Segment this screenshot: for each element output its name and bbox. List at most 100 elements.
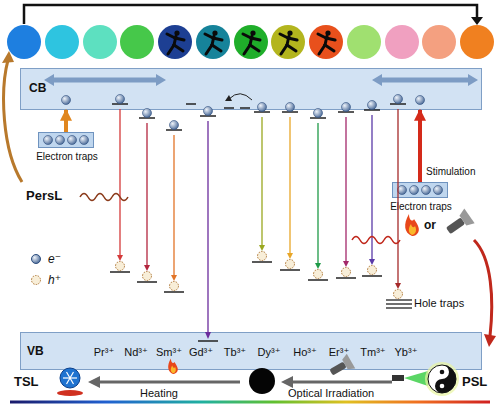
transition-arrow <box>394 290 403 299</box>
transition-arrow <box>207 121 208 333</box>
ion-label: Yb³⁺ <box>395 346 418 358</box>
step-label: Optical Irradiation <box>288 387 374 399</box>
transition-arrow <box>112 103 128 105</box>
transition-arrow <box>173 135 174 276</box>
transition-arrow <box>368 266 377 275</box>
transition-arrow <box>289 117 290 254</box>
transition-arrow <box>286 260 295 269</box>
stimulation-icons <box>458 209 475 228</box>
irradiation-arrow <box>327 354 355 380</box>
hole-trap-levels <box>386 303 412 304</box>
transition-arrow <box>171 275 177 281</box>
hole-trap-levels <box>386 307 412 308</box>
excitation-arrow <box>64 110 68 132</box>
color-circle <box>196 25 230 59</box>
transition-arrow <box>261 117 262 246</box>
legend-item: h⁺ <box>30 273 61 287</box>
ion-label: Sm³⁺ <box>156 346 182 358</box>
electron-symbol <box>32 255 41 264</box>
transition-arrow <box>280 269 300 271</box>
transition-arrow <box>308 279 328 281</box>
transition-arrow <box>345 117 346 262</box>
edge-label: Stimulation <box>426 166 475 177</box>
excitation-arrow <box>418 110 422 182</box>
athlete-silhouette <box>280 30 297 54</box>
electron-symbol <box>30 253 42 265</box>
transition-arrow <box>119 109 120 256</box>
hole-trap-levels <box>386 299 412 300</box>
cycle-arrow-top <box>471 17 483 25</box>
ion-label: Pr³⁺ <box>94 346 114 358</box>
color-circle <box>234 25 268 59</box>
psl-sample-icon <box>440 384 445 389</box>
transition-arrow <box>110 95 406 342</box>
tsl-sample-icon <box>67 372 74 384</box>
hole-symbol <box>32 276 41 285</box>
stimulation-icons <box>352 209 496 347</box>
ion-label: Tb³⁺ <box>224 346 246 358</box>
ion-label: Nd³⁺ <box>124 346 148 358</box>
band-double-arrow <box>372 74 478 86</box>
transition-arrow <box>310 117 326 119</box>
valence-band: VBPr³⁺Nd³⁺Sm³⁺Gd³⁺Tb³⁺Dy³⁺Ho³⁺Er³⁺Tm³⁺Yb… <box>20 332 482 370</box>
color-circle <box>7 25 41 59</box>
tsl-sample-icon <box>57 390 83 396</box>
transition-arrow <box>390 103 406 105</box>
transition-arrow <box>369 259 375 265</box>
transition-arrow <box>314 109 323 118</box>
stimulation-icons <box>405 214 419 236</box>
transition-arrow <box>282 111 298 113</box>
hole-trap-levels <box>386 300 412 308</box>
persl-arrow <box>4 60 22 182</box>
transition-arrow <box>368 101 377 110</box>
legend-text: h⁺ <box>48 273 61 287</box>
energy-level <box>186 104 250 108</box>
electron <box>68 136 77 145</box>
persl-arrow <box>2 51 128 201</box>
color-circle <box>271 25 305 59</box>
transfer-arrow <box>225 95 232 101</box>
trap-label: Electron traps <box>390 201 452 212</box>
transition-arrow <box>397 109 398 284</box>
process-label: PersL <box>26 189 62 203</box>
transfer-arrow <box>229 94 252 100</box>
transition-arrow <box>198 340 218 342</box>
irradiation-arrow <box>341 354 356 372</box>
dark-sample <box>249 368 275 394</box>
psl-sample-icon <box>425 362 459 396</box>
color-circle <box>385 25 419 59</box>
tsl-sample-icon <box>60 368 80 388</box>
transition-arrow <box>342 103 351 112</box>
hole-traps-label: Hole traps <box>414 297 464 309</box>
ion-label: Ho³⁺ <box>293 346 317 358</box>
dark-sample <box>249 368 275 394</box>
electron <box>44 136 53 145</box>
irradiation-arrow <box>392 375 404 381</box>
transition-arrow <box>314 270 323 279</box>
transition-arrow <box>204 107 213 116</box>
irradiation-arrow <box>404 371 428 386</box>
cycle-arrow-bottom <box>10 401 490 404</box>
athlete-silhouette <box>167 30 184 54</box>
transition-arrow <box>315 263 321 269</box>
energy-level <box>186 103 196 105</box>
legend-item: e⁻ <box>30 252 61 266</box>
transition-arrow <box>371 115 372 260</box>
ion-label: Dy³⁺ <box>258 346 281 358</box>
electron <box>410 186 419 195</box>
color-circle <box>83 25 117 59</box>
transition-arrow <box>259 245 265 251</box>
band-double-arrow <box>44 74 478 86</box>
hole-symbol <box>30 274 42 286</box>
color-circle <box>347 25 381 59</box>
transition-arrow <box>117 255 123 261</box>
psl-sample-icon <box>435 365 456 393</box>
electron <box>416 96 425 105</box>
electron <box>56 136 65 145</box>
transition-arrow <box>252 261 272 263</box>
athlete-silhouette <box>318 30 335 54</box>
electron <box>44 96 443 195</box>
transition-arrow <box>110 271 130 273</box>
stimulation-icons <box>474 240 492 336</box>
